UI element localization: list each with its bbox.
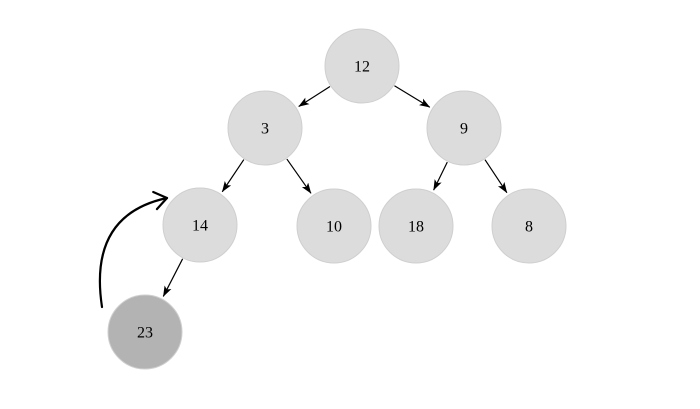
node-label: 12 [354,59,370,76]
node-label: 8 [525,219,533,236]
node-label: 3 [261,121,269,138]
tree-node-18[interactable]: 18 [378,188,454,264]
node-circle [227,90,303,166]
node-label: 18 [408,219,424,236]
tree-node-23[interactable]: 23 [107,294,183,370]
tree-node-10[interactable]: 10 [296,188,372,264]
tree-node-3[interactable]: 3 [227,90,303,166]
node-label: 23 [137,325,153,342]
node-circle [378,188,454,264]
sift-up-curve [98,196,169,309]
tree-edge-3-to-14 [221,159,245,193]
tree-edge-12-to-3 [298,85,331,107]
sift-up-arrowhead [152,190,169,211]
edges-layer [162,85,508,297]
tree-edge-12-to-9 [394,85,431,108]
tree-edge-9-to-18 [433,161,448,191]
node-circle-highlighted [107,294,183,370]
node-circle [296,188,372,264]
tree-edge-3-to-10 [286,158,312,194]
node-label: 14 [192,218,208,235]
tree-edge-9-to-8 [484,159,508,194]
tree-node-12[interactable]: 12 [324,28,400,104]
node-label: 10 [326,219,342,236]
node-circle [162,187,238,263]
tree-node-14[interactable]: 14 [162,187,238,263]
node-circle [324,28,400,104]
node-circle [426,90,502,166]
sift-up-arrow [98,190,169,309]
tree-node-8[interactable]: 8 [491,188,567,264]
nodes-layer: 12 3 9 14 10 18 8 23 [107,28,567,370]
node-label: 9 [460,121,468,138]
node-circle [491,188,567,264]
tree-node-9[interactable]: 9 [426,90,502,166]
tree-edge-14-to-23 [162,258,184,297]
